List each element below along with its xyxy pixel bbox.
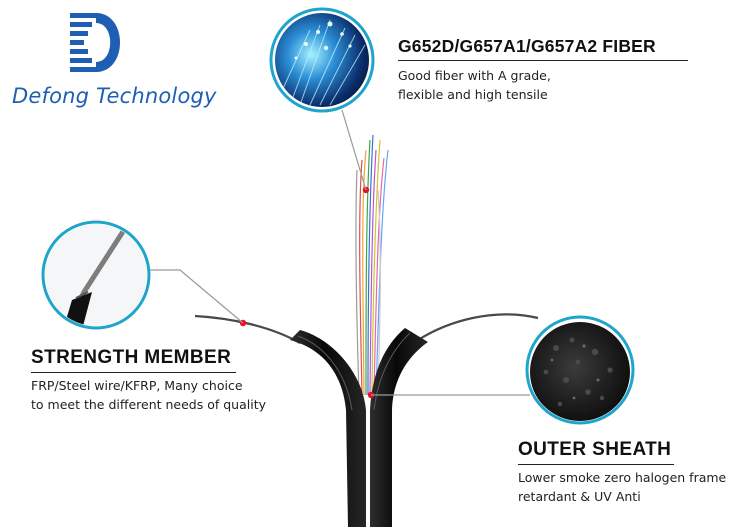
- leader-lines: [150, 109, 530, 396]
- sheath-callout-description: Lower smoke zero halogen frame retardant…: [518, 468, 726, 506]
- sheath-zoom-bubble: [525, 315, 635, 425]
- cable-body: [290, 328, 428, 527]
- strength-callout-title: STRENGTH MEMBER: [31, 347, 236, 373]
- strength-wires: [194, 313, 539, 344]
- strength-title-text: STRENGTH MEMBER: [31, 347, 232, 368]
- sheath-title-underline: [518, 464, 674, 465]
- strength-desc-line-2: to meet the different needs of quality: [31, 397, 267, 412]
- sheath-title-text: OUTER SHEATH: [518, 439, 672, 460]
- fiber-title-underline: [398, 60, 688, 61]
- fiber-desc-line-2: flexible and high tensile: [398, 87, 548, 102]
- strength-zoom-bubble: [41, 220, 151, 330]
- fiber-desc-line-1: Good fiber with A grade,: [398, 68, 551, 83]
- fiber-title-text: G652D/G657A1/G657A2 FIBER: [398, 36, 656, 56]
- fiber-callout-title: G652D/G657A1/G657A2 FIBER: [398, 36, 688, 61]
- strength-title-underline: [31, 372, 236, 373]
- sheath-desc-line-1: Lower smoke zero halogen frame: [518, 470, 727, 485]
- strength-desc-line-1: FRP/Steel wire/KFRP, Many choice: [31, 378, 243, 393]
- strength-callout-description: FRP/Steel wire/KFRP, Many choice to meet…: [31, 376, 266, 414]
- sheath-callout-title: OUTER SHEATH: [518, 439, 674, 465]
- optical-fibers: [355, 134, 389, 396]
- company-name: Defong Technology: [12, 84, 217, 108]
- fiber-zoom-bubble: [269, 7, 375, 113]
- sheath-desc-line-2: retardant & UV Anti: [518, 489, 641, 504]
- fiber-callout-description: Good fiber with A grade, flexible and hi…: [398, 66, 551, 104]
- company-logo: [70, 13, 120, 72]
